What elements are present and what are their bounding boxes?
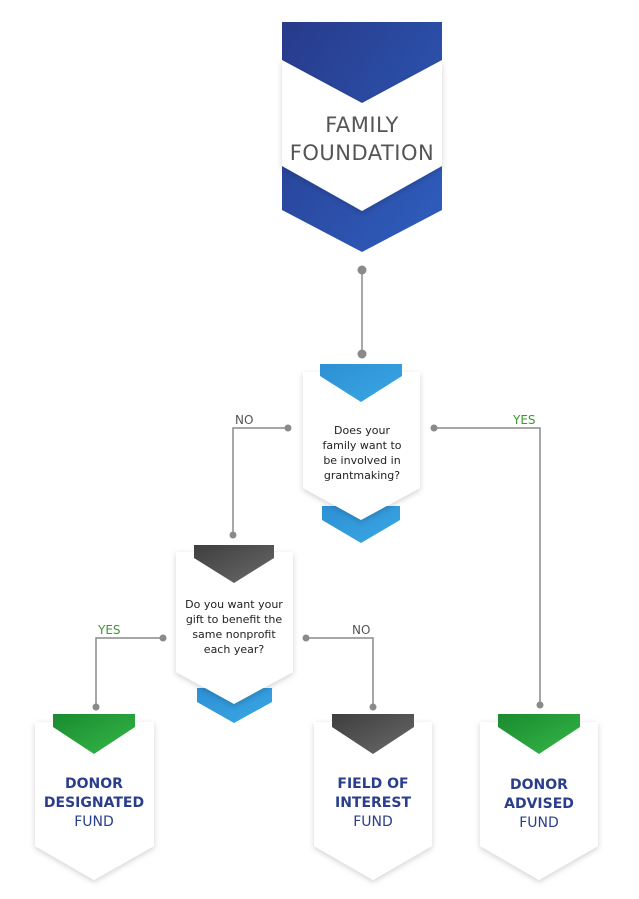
connector-dot [369, 703, 377, 711]
connector-dot [229, 531, 237, 539]
title-banner-card [282, 60, 442, 211]
question-1-line-4: grantmaking? [324, 469, 400, 482]
question-1-line-1: Does your [334, 424, 390, 437]
result-3-line-2: ADVISED [504, 796, 574, 812]
question-1-top-arrow [320, 364, 402, 402]
question-1-node: Does your family want to be involved in … [303, 364, 420, 543]
question-2-line-1: Do you want your [185, 598, 283, 611]
result-donor-advised-fund: DONOR ADVISED FUND [480, 714, 598, 880]
question-2-node: Do you want your gift to benefit the sam… [176, 545, 293, 723]
connectors [92, 265, 544, 711]
question-2-top-arrow [194, 545, 274, 583]
result-card [314, 722, 432, 880]
question-2-bottom-arrow [197, 688, 272, 723]
question-1-yes-label: YES [512, 413, 536, 427]
question-1-line-2: family want to [322, 439, 401, 452]
result-arrow [53, 714, 135, 754]
title-banner: FAMILY FOUNDATION [282, 22, 442, 252]
connector-dot [430, 424, 438, 432]
question-1-line-3: be involved in [323, 454, 400, 467]
result-2-line-1: FIELD OF [337, 776, 408, 792]
connector-q1-no [232, 427, 288, 535]
result-2-line-2: INTEREST [335, 795, 411, 811]
result-1-line-2: DESIGNATED [44, 795, 144, 811]
result-arrow [498, 714, 580, 754]
connector-dot [357, 265, 367, 275]
connector-dot [92, 703, 100, 711]
title-line-1: FAMILY [325, 113, 399, 137]
question-2-line-2: gift to benefit the [186, 613, 283, 626]
question-2-no-label: NO [352, 623, 370, 637]
result-3-line-1: DONOR [510, 777, 568, 793]
question-2-card [176, 552, 293, 704]
connector-dot [284, 424, 292, 432]
question-2-line-3: same nonprofit [192, 628, 276, 641]
connector-q2-yes [95, 637, 163, 707]
result-field-of-interest-fund: FIELD OF INTEREST FUND [314, 714, 432, 880]
question-1-bottom-arrow [322, 506, 400, 543]
question-2-line-4: each year? [204, 643, 265, 656]
title-line-2: FOUNDATION [290, 141, 434, 165]
connector-q2-no [306, 637, 374, 707]
result-1-line-3: FUND [74, 814, 114, 830]
connector-dot [159, 634, 167, 642]
connector-dot [302, 634, 310, 642]
question-2-yes-label: YES [97, 623, 121, 637]
result-3-line-3: FUND [519, 815, 559, 831]
result-card [35, 722, 154, 880]
connector-dot [536, 701, 544, 709]
result-1-line-1: DONOR [65, 776, 123, 792]
result-card [480, 722, 598, 880]
result-arrow [332, 714, 414, 754]
connector-dot [357, 349, 367, 359]
result-donor-designated-fund: DONOR DESIGNATED FUND [35, 714, 154, 880]
result-2-line-3: FUND [353, 814, 393, 830]
question-1-no-label: NO [235, 413, 253, 427]
connector-q1-yes [434, 427, 541, 705]
question-1-card [303, 372, 420, 520]
